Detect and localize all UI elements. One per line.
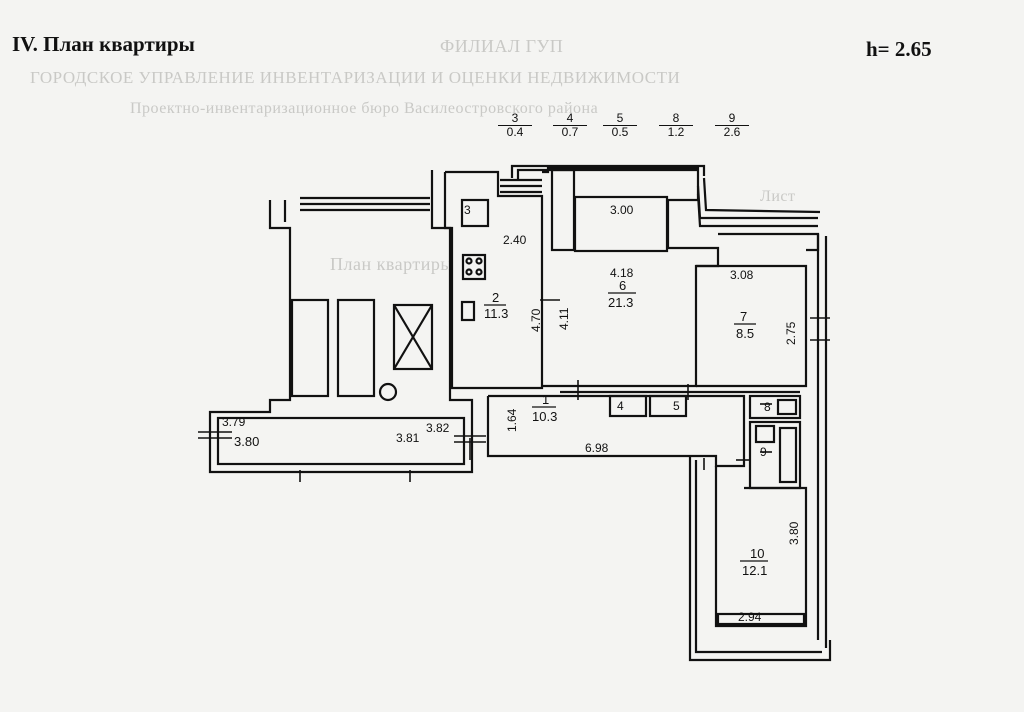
bath-9-label: 9: [760, 445, 767, 459]
corridor-dim-3: 3.81: [396, 431, 420, 445]
corridor-dim-4: 3.82: [426, 421, 450, 435]
hall-number: 1: [542, 392, 549, 407]
walls: [208, 164, 832, 662]
ghost-text-line4: Лист: [760, 188, 796, 205]
hall-width: 6.98: [585, 441, 609, 455]
living-length: 4.11: [557, 307, 571, 330]
living-number: 6: [619, 278, 626, 293]
closet-4-label: 4: [617, 399, 624, 413]
ghost-text-line2: ГОРОДСКОЕ УПРАВЛЕНИЕ ИНВЕНТАРИЗАЦИИ И ОЦ…: [30, 68, 681, 87]
wc-8-label: 8: [764, 400, 771, 414]
living-area: 21.3: [608, 295, 633, 310]
living-top-width: 3.00: [610, 203, 634, 217]
room10-area: 12.1: [742, 563, 767, 578]
kitchen-area: 11.3: [484, 306, 508, 321]
corridor-dim-2: 3.80: [234, 434, 259, 449]
room10-width: 2.94: [738, 610, 762, 624]
kitchen-length: 4.70: [529, 308, 543, 332]
room10-length: 3.80: [787, 521, 801, 545]
bedroom-width: 3.08: [730, 268, 754, 282]
ceiling-height: h= 2.65: [866, 37, 932, 61]
bedroom-number: 7: [740, 309, 747, 324]
ghost-text-line1: ФИЛИАЛ ГУП: [440, 36, 564, 56]
openings: [198, 299, 830, 482]
kitchen-width: 2.40: [503, 233, 527, 247]
hall-area: 10.3: [532, 409, 557, 424]
page-title: IV. План квартиры: [12, 32, 195, 56]
corridor-dim-1: 3.79: [222, 415, 246, 429]
closet-5-label: 5: [673, 399, 680, 413]
living-width: 4.18: [610, 266, 634, 280]
bedroom-length: 2.75: [784, 321, 798, 345]
hall-length: 1.64: [505, 408, 519, 432]
ghost-text-line3: Проектно-инвентаризационное бюро Василео…: [130, 100, 599, 117]
room-labels: 3 2.40 2 11.3 4.70 3.00 4.18 6 21.3 4.11…: [222, 203, 801, 624]
bedroom-area: 8.5: [736, 326, 754, 341]
kitchen-number: 2: [492, 290, 499, 305]
room10-number: 10: [750, 546, 764, 561]
ghost-text-line5: План квартиры: [330, 254, 453, 274]
storage-3-label: 3: [464, 203, 471, 217]
